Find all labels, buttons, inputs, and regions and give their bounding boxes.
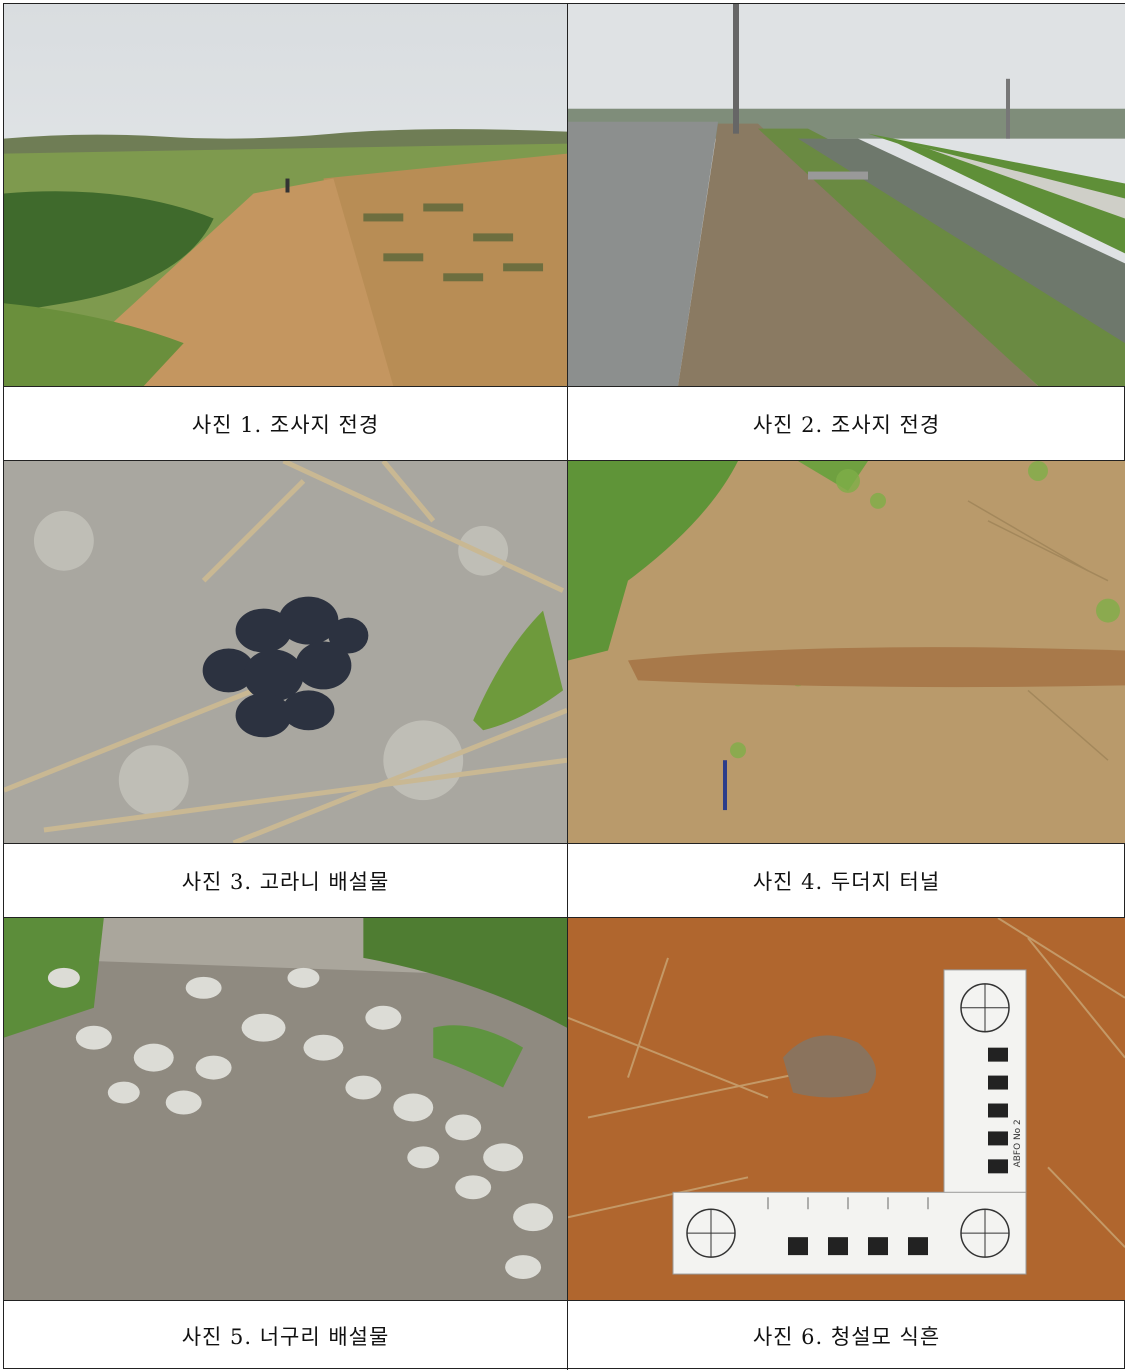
scale-label: ABFO No 2	[1013, 1119, 1023, 1167]
caption-photo-2: 사진 2. 조사지 전경	[568, 387, 1125, 461]
photo-6: ABFO No 2	[568, 918, 1125, 1301]
photo-5	[4, 918, 568, 1301]
caption-photo-3: 사진 3. 고라니 배설물	[4, 844, 568, 918]
caption-photo-1: 사진 1. 조사지 전경	[4, 387, 568, 461]
caption-photo-4: 사진 4. 두더지 터널	[568, 844, 1125, 918]
caption-photo-6: 사진 6. 청설모 식흔	[752, 1324, 941, 1349]
photo-table: 사진 1. 조사지 전경 사진 2. 조사지 전경	[3, 3, 1125, 1370]
caption-photo-5: 사진 5. 너구리 배설물	[4, 1301, 568, 1370]
photo-1	[4, 4, 568, 387]
photo-2	[568, 4, 1125, 387]
photo-3	[4, 461, 568, 844]
photo-4	[568, 461, 1125, 844]
